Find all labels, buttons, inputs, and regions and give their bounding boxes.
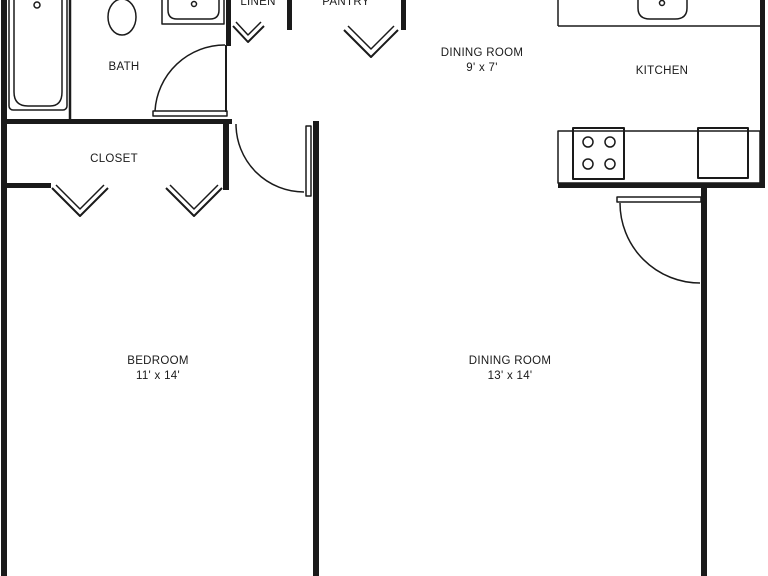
pantry-bifold bbox=[343, 29, 399, 58]
bath-door-frame bbox=[152, 110, 228, 117]
room-label-dining-large: DINING ROOM 13' x 14' bbox=[468, 355, 552, 382]
closet-bifold-left bbox=[51, 187, 109, 217]
wall-bath-bottom bbox=[7, 119, 232, 124]
wall-dining-right bbox=[701, 188, 707, 576]
toilet-bowl bbox=[107, 0, 137, 36]
room-size-dining-small: 9' x 7' bbox=[466, 62, 498, 74]
closet-bifold-left-inner bbox=[55, 184, 105, 210]
wall-closet-bottom-left bbox=[7, 183, 51, 188]
bedroom-door-jamb bbox=[305, 125, 312, 197]
bath-vanity bbox=[161, 0, 225, 25]
wall-bedroom-right bbox=[313, 121, 319, 576]
burner-3 bbox=[582, 158, 594, 170]
wall-pantry-right bbox=[401, 0, 406, 30]
bedroom-door-swing bbox=[235, 123, 305, 193]
wall-kitchen-bottom bbox=[558, 183, 765, 188]
kitchen-door-header bbox=[616, 196, 702, 203]
bath-door-swing bbox=[154, 44, 226, 112]
pantry-bifold-inner bbox=[347, 25, 395, 50]
bath-sink-drain bbox=[190, 0, 198, 8]
kitchen-door-swing bbox=[619, 202, 701, 284]
bathtub-basin bbox=[13, 0, 63, 107]
wall-kitchen-right bbox=[760, 0, 765, 186]
stove bbox=[572, 127, 625, 180]
room-label-pantry: PANTRY bbox=[322, 0, 370, 8]
wall-left bbox=[1, 0, 7, 576]
room-label-linen: LINEN bbox=[240, 0, 276, 8]
tub-drain bbox=[33, 1, 41, 9]
kitchen-counter bbox=[557, 130, 761, 184]
closet-bifold-right bbox=[165, 187, 223, 217]
refrigerator bbox=[697, 127, 749, 179]
linen-bifold bbox=[232, 25, 265, 43]
linen-bifold-inner bbox=[235, 21, 262, 36]
wall-closet-right bbox=[223, 124, 229, 190]
wall-linen-right bbox=[287, 0, 292, 30]
room-label-kitchen: KITCHEN bbox=[635, 65, 689, 77]
bathtub bbox=[8, 0, 68, 111]
room-label-bedroom: BEDROOM 11' x 14' bbox=[127, 355, 189, 382]
closet-bifold-right-inner bbox=[169, 184, 219, 210]
room-label-dining-small: DINING ROOM 9' x 7' bbox=[440, 47, 524, 74]
burner-2 bbox=[604, 136, 616, 148]
room-label-bath: BATH bbox=[108, 61, 140, 73]
wall-linen-left bbox=[226, 0, 231, 46]
kitchen-sink-drain bbox=[658, 0, 666, 7]
kitchen-sink bbox=[637, 0, 688, 20]
room-size-bedroom: 11' x 14' bbox=[136, 370, 180, 382]
room-size-dining-large: 13' x 14' bbox=[487, 370, 533, 382]
burner-4 bbox=[604, 158, 616, 170]
room-label-closet: CLOSET bbox=[90, 153, 138, 165]
burner-1 bbox=[582, 136, 594, 148]
bath-sink bbox=[167, 0, 220, 20]
